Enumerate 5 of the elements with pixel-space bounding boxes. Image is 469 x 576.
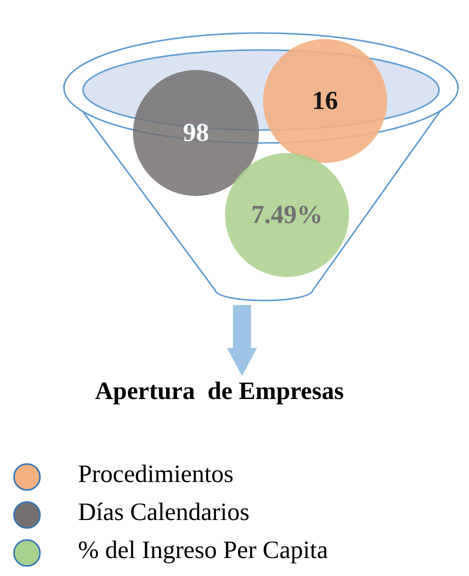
legend-label: Días Calendarios	[78, 499, 250, 527]
down-arrow	[227, 305, 257, 376]
funnel-result-title: Apertura de Empresas	[95, 378, 344, 406]
legend-label: Procedimientos	[78, 461, 234, 489]
legend-label: % del Ingreso Per Capita	[78, 537, 328, 565]
